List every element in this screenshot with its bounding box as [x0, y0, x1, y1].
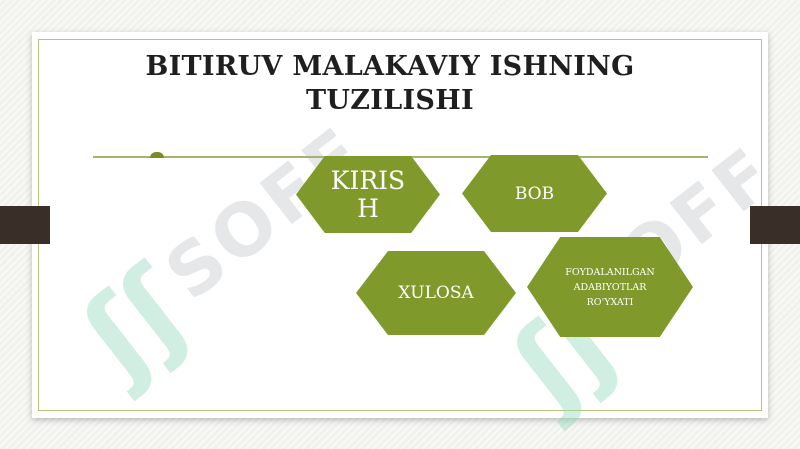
hexagon-kirish-label: KIRISH [330, 165, 406, 223]
hexagon-kirish[interactable]: KIRISH [296, 156, 440, 233]
hexagon-xulosa[interactable]: XULOSA [356, 251, 516, 335]
hexagon-references[interactable]: FOYDALANILGAN ADABIYOTLAR RO'YXATI [527, 237, 693, 337]
right-accent-bar [750, 206, 800, 244]
hexagon-xulosa-label: XULOSA [398, 283, 474, 303]
left-accent-bar [0, 206, 50, 244]
hexagon-bob-label: BOB [514, 183, 555, 204]
divider-ornament [150, 152, 164, 158]
slide-title: BITIRUV MALAKAVIY ISHNING TUZILISHI [145, 51, 635, 116]
hexagon-bob[interactable]: BOB [462, 155, 607, 232]
hexagon-references-label: FOYDALANILGAN ADABIYOTLAR RO'YXATI [565, 266, 655, 308]
